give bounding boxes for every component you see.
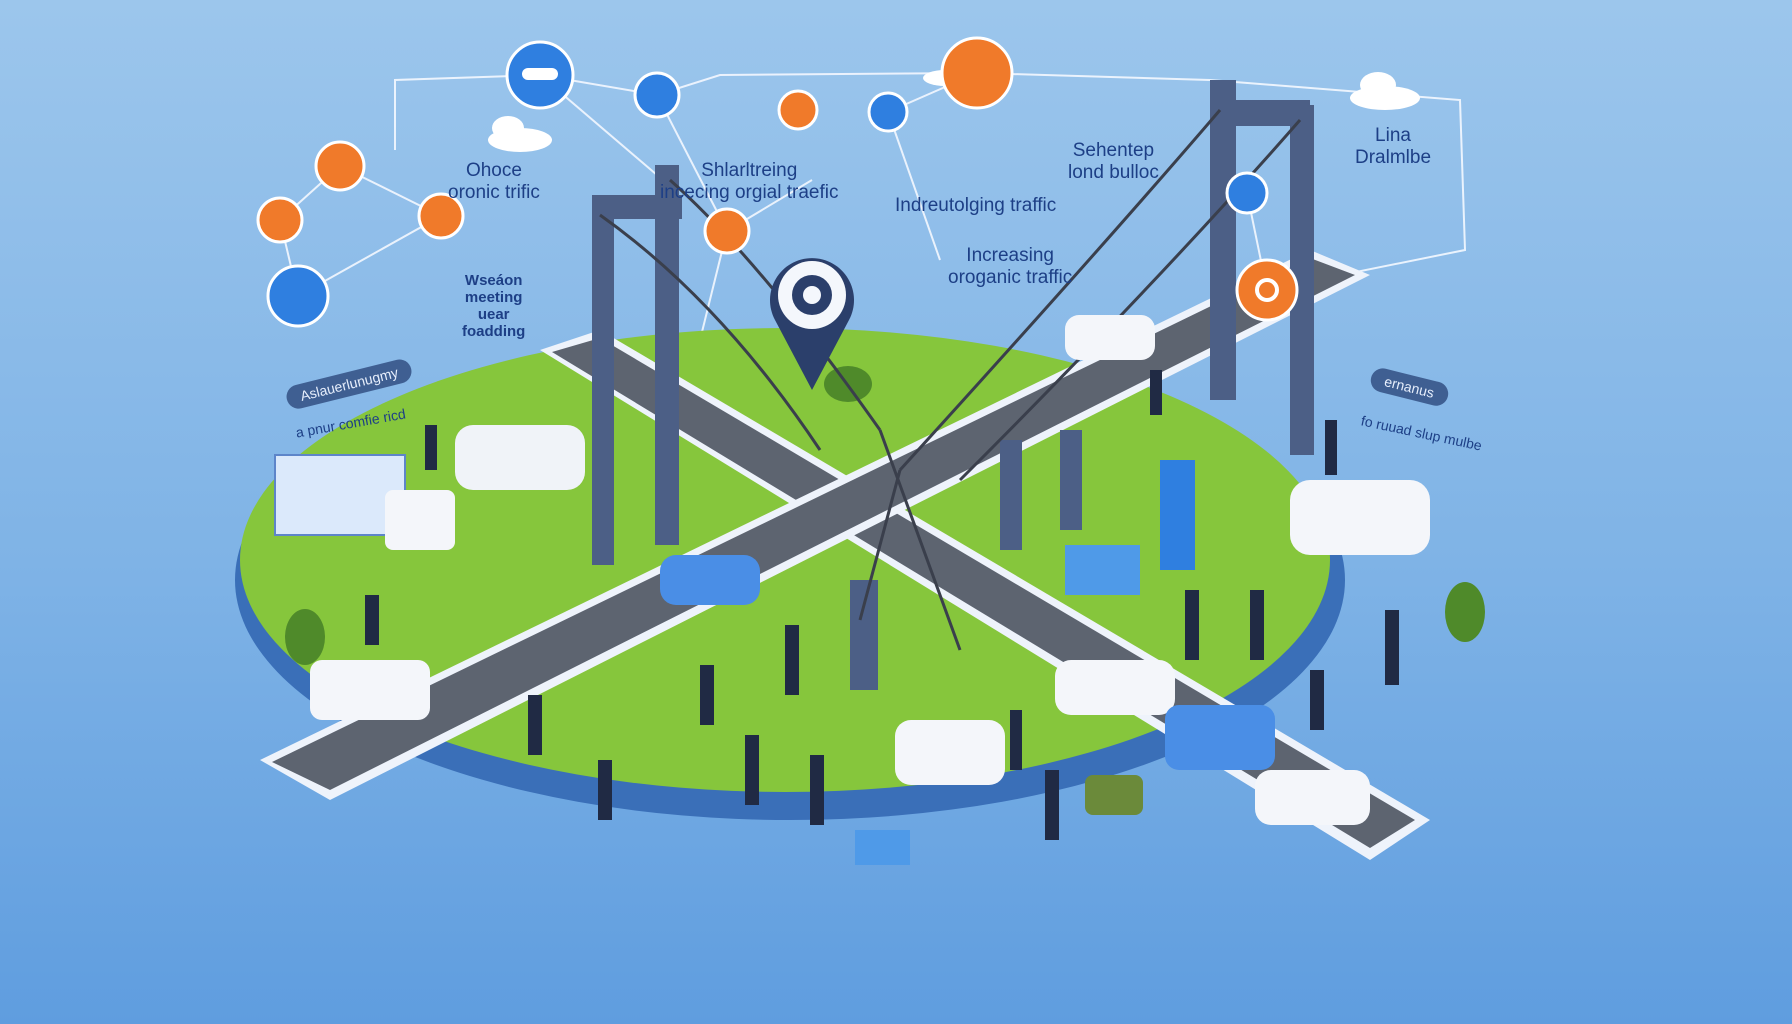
bridge-towers: [592, 80, 1314, 690]
car-icon: [633, 71, 681, 119]
document-icon: [314, 140, 366, 192]
label-line: Shlarltreing: [701, 160, 798, 181]
label-line: Ohoce: [465, 160, 522, 181]
label-top-center: Shlarltreing incecing orgial traefic: [660, 160, 838, 204]
plane-icon: [1225, 171, 1269, 215]
gear-icon: [1235, 258, 1299, 322]
label-line: Dralmlbe: [1355, 147, 1432, 168]
blue-case: [855, 830, 910, 865]
hand-icon: [417, 192, 465, 240]
chart-icon: [703, 207, 751, 255]
label-center-right: Indreutolging traffic: [895, 195, 1057, 216]
label-center: Increasing oroganic traffic: [948, 245, 1072, 289]
blue-box: [1065, 545, 1140, 595]
label-line: uear: [477, 306, 510, 323]
truck: [274, 454, 406, 536]
label-line: incecing orgial traefic: [660, 182, 839, 203]
target-icon: [256, 196, 304, 244]
label-top-right: Sehentep lond bulloc: [1068, 140, 1159, 184]
label-line: oronic trific: [448, 182, 540, 203]
pickup-truck: [310, 660, 430, 720]
link-icon: [867, 91, 909, 133]
label-line: Wseáon: [464, 272, 523, 289]
road-bridge-1: [260, 250, 1370, 800]
vehicles: [274, 315, 1430, 825]
clouds: [488, 70, 1420, 152]
label-top-left: Ohoce oronic trific: [448, 160, 540, 204]
bushes: [285, 366, 1485, 815]
label-line: meeting: [464, 289, 523, 306]
label-line: lond bulloc: [1068, 162, 1159, 183]
people: [365, 370, 1399, 840]
label-left-small: Wseáon meeting uear foadding: [462, 272, 525, 340]
bridge-cables: [599, 109, 1302, 651]
kiosk: [1160, 460, 1195, 570]
toolbox-icon: [940, 36, 1014, 110]
label-line: Sehentep: [1072, 140, 1155, 161]
route-icon: [266, 264, 330, 328]
label-line: Increasing: [966, 245, 1054, 266]
gear-pin-icon: [770, 258, 854, 390]
label-line: Lina: [1375, 125, 1411, 146]
label-line: foadding: [462, 323, 526, 340]
label-far-right: Lina Dralmlbe: [1355, 125, 1431, 169]
label-line: oroganic traffic: [948, 267, 1073, 288]
link-icon-orange: [777, 89, 819, 131]
